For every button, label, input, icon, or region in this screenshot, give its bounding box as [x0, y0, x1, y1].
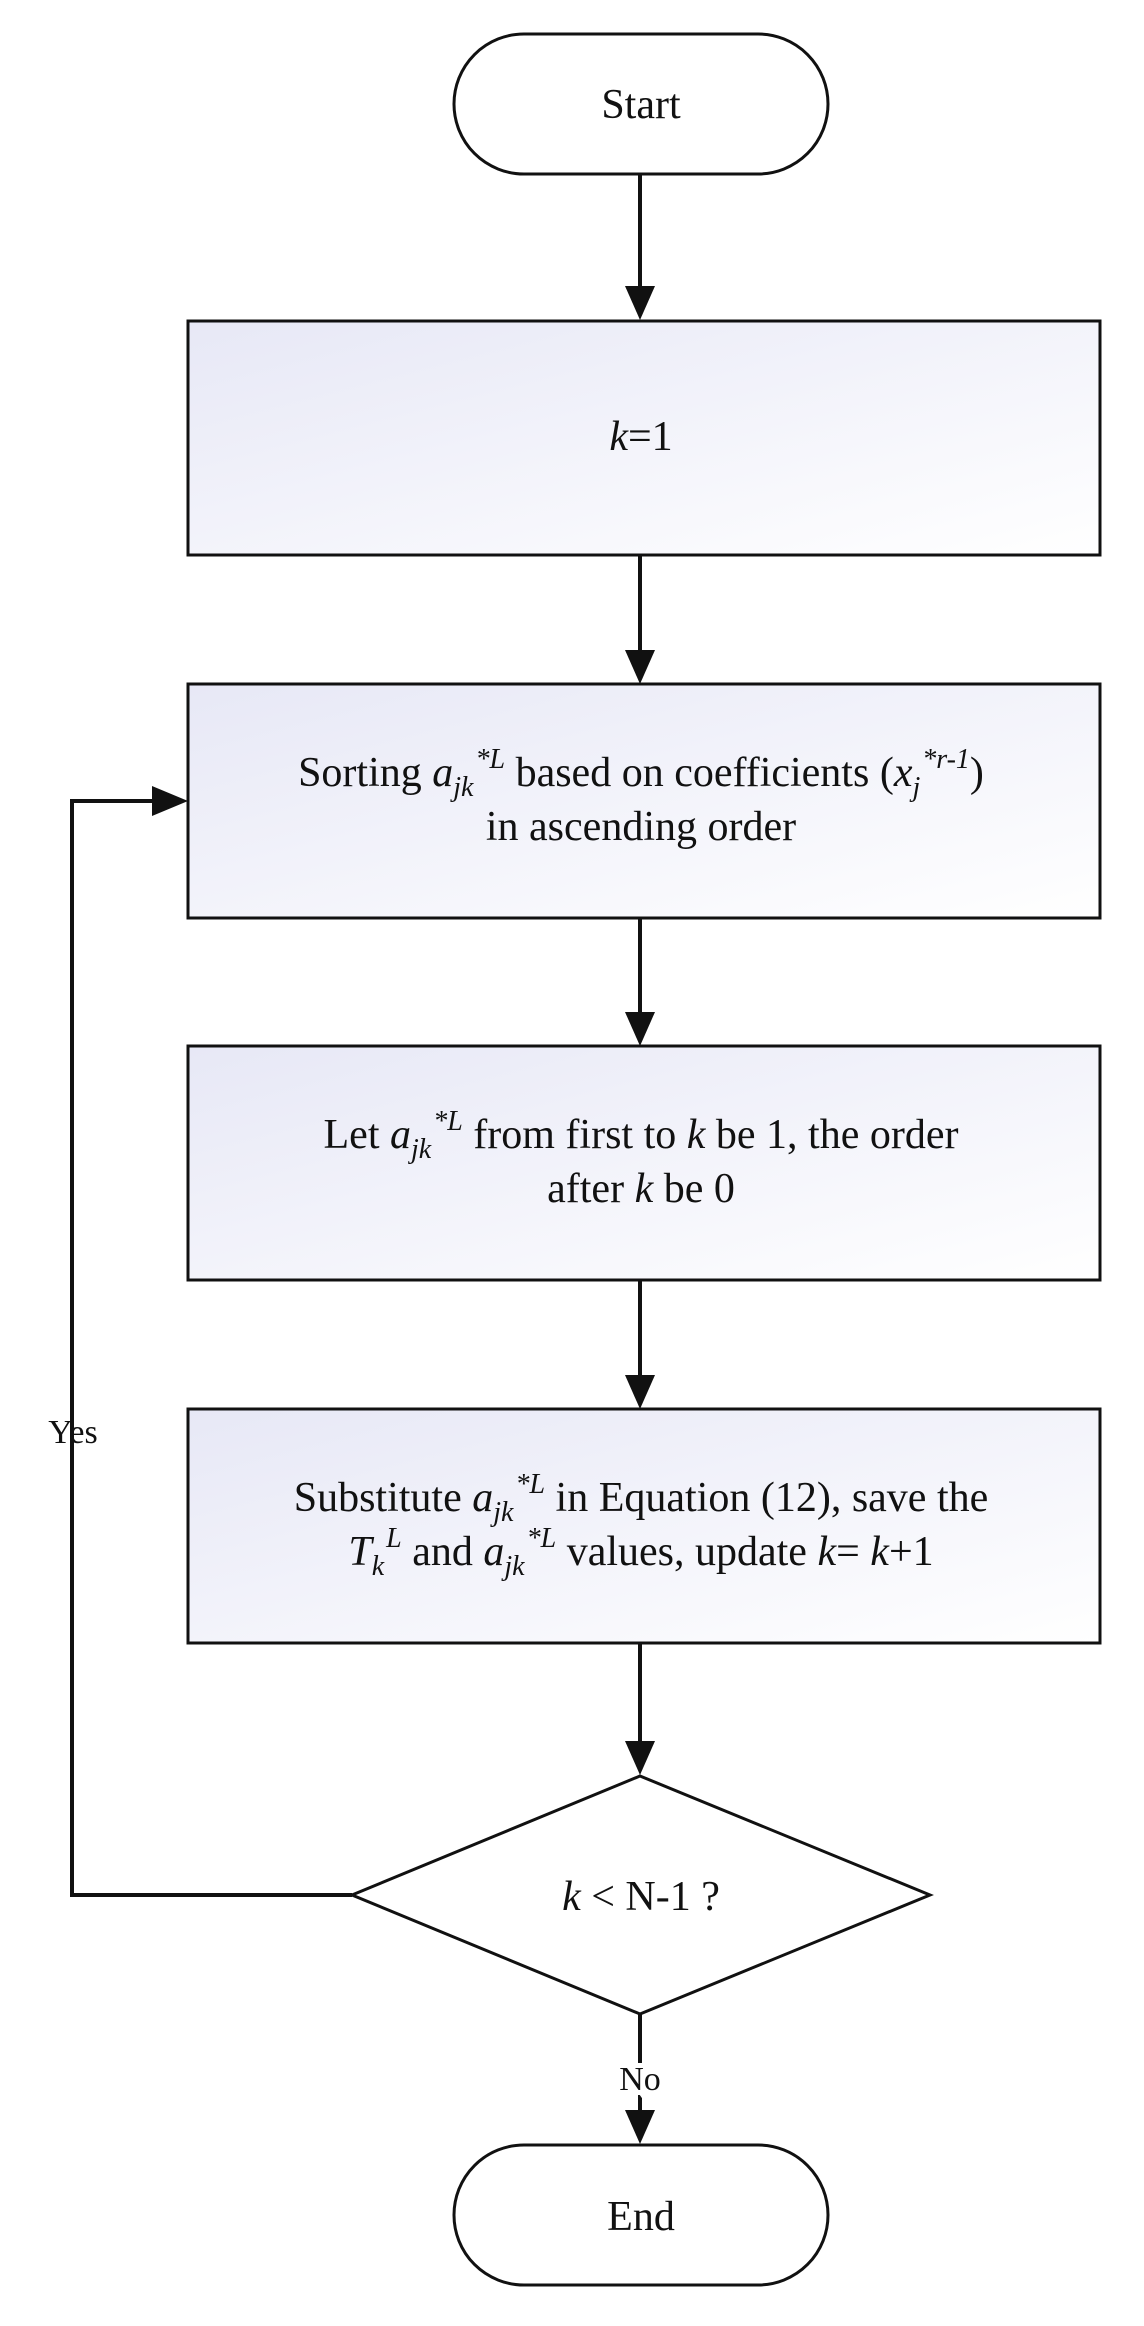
init-box: [186, 319, 1102, 557]
decision-diamond: [348, 1774, 934, 2016]
arrowhead-init: [625, 286, 655, 320]
sort-line-1: Sorting ajk*L based on coefficients (xj*…: [298, 744, 984, 803]
let-line-2: after k be 0: [547, 1166, 735, 1212]
end-node: End: [452, 2143, 830, 2287]
subst-node: Substitute ajk*L in Equation (12), save …: [186, 1407, 1102, 1645]
arrowheads: [152, 286, 655, 2144]
start-node: Start: [452, 32, 830, 176]
connectors: [70, 174, 642, 2112]
arrowhead-subst: [625, 1375, 655, 1409]
init-label: k=1: [609, 414, 672, 460]
sort-box: [186, 682, 1102, 920]
start-label: Start: [601, 82, 681, 128]
let-node: Let ajk*L from first to k be 1, the orde…: [186, 1044, 1102, 1282]
arrowhead-loop-back: [152, 786, 188, 816]
decision-label: k < N-1 ?: [562, 1874, 720, 1920]
no-label: No: [619, 2061, 661, 2098]
subst-line-1: Substitute ajk*L in Equation (12), save …: [294, 1469, 989, 1528]
sort-node: Sorting ajk*L based on coefficients (xj*…: [186, 682, 1102, 920]
sort-line-2: in ascending order: [486, 804, 796, 850]
start-shape: [452, 32, 830, 176]
edge-decision-to-sort-yes: [70, 799, 352, 1897]
subst-line-2: TkL and ajk*L values, update k= k+1: [348, 1523, 933, 1582]
end-label: End: [607, 2194, 675, 2240]
end-shape: [452, 2143, 830, 2287]
decision-node: k < N-1 ?: [348, 1774, 934, 2016]
subst-box: [186, 1407, 1102, 1645]
let-line-1: Let ajk*L from first to k be 1, the orde…: [324, 1106, 959, 1165]
let-box: [186, 1044, 1102, 1282]
arrowhead-let: [625, 1012, 655, 1046]
init-node: k=1: [186, 319, 1102, 557]
arrowhead-sort: [625, 650, 655, 684]
arrowhead-end: [625, 2110, 655, 2144]
yes-label: Yes: [48, 1414, 97, 1451]
arrowhead-decision: [625, 1741, 655, 1775]
